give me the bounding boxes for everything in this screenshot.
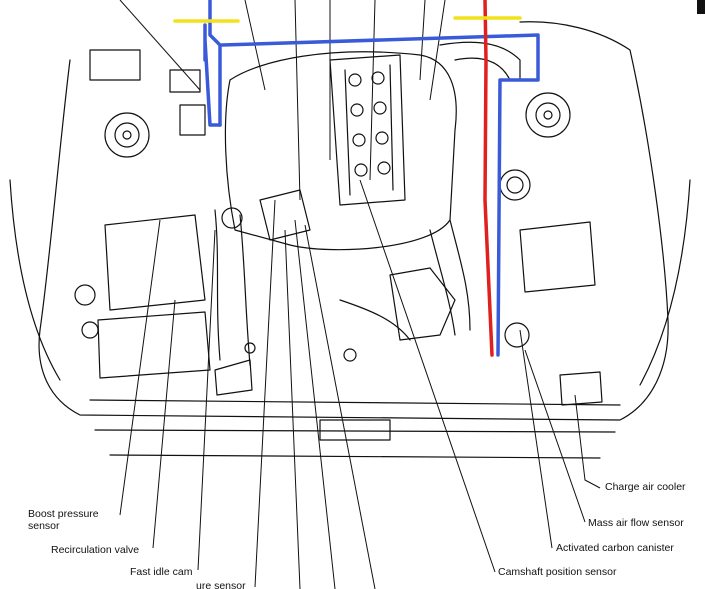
left-strut-tower [104, 112, 150, 158]
body-outline [38, 21, 669, 421]
battery [104, 214, 206, 311]
blue-route-path [208, 0, 540, 357]
valve-cover [329, 54, 406, 206]
leader-canister [519, 329, 553, 549]
right-air-hose [439, 41, 521, 81]
radiator-support [89, 399, 621, 406]
right-fender-edge [639, 179, 691, 386]
leader-charge-air [574, 394, 601, 489]
left-relay-block [89, 49, 141, 81]
engine-block [224, 51, 457, 251]
blue-route-left-branch [203, 23, 222, 127]
leader-ure [254, 199, 276, 588]
left-fender-edge [9, 179, 61, 381]
corner-fragment [697, 0, 705, 14]
leader-camshaft [359, 179, 496, 573]
leader-boost [119, 219, 161, 516]
carbon-canister [504, 322, 530, 348]
label-activated-carbon-canister: Activated carbon canister [556, 542, 674, 554]
label-mass-air-flow-sensor: Mass air flow sensor [588, 517, 684, 529]
leader-fastidle [197, 229, 216, 571]
label-fast-idle-cam: Fast idle cam [130, 566, 193, 578]
label-ure-sensor: ure sensor [196, 580, 246, 589]
leader-recirc [152, 299, 176, 549]
intake-pipe [214, 209, 221, 361]
label-boost-pressure-sensor-1: Boost pressure [28, 508, 99, 520]
charge-air-cooler-shape [559, 371, 603, 406]
carbon-canister-body [519, 221, 596, 293]
right-strut-tower [525, 92, 571, 138]
red-route-path [483, 0, 494, 357]
label-boost-pressure-sensor-2: sensor [28, 520, 60, 532]
leader-maf [524, 349, 586, 523]
air-duct [389, 267, 456, 341]
label-camshaft-position-sensor: Camshaft position sensor [498, 566, 617, 578]
label-charge-air-cooler: Charge air cooler [605, 481, 686, 493]
label-recirculation-valve: Recirculation valve [51, 544, 140, 556]
